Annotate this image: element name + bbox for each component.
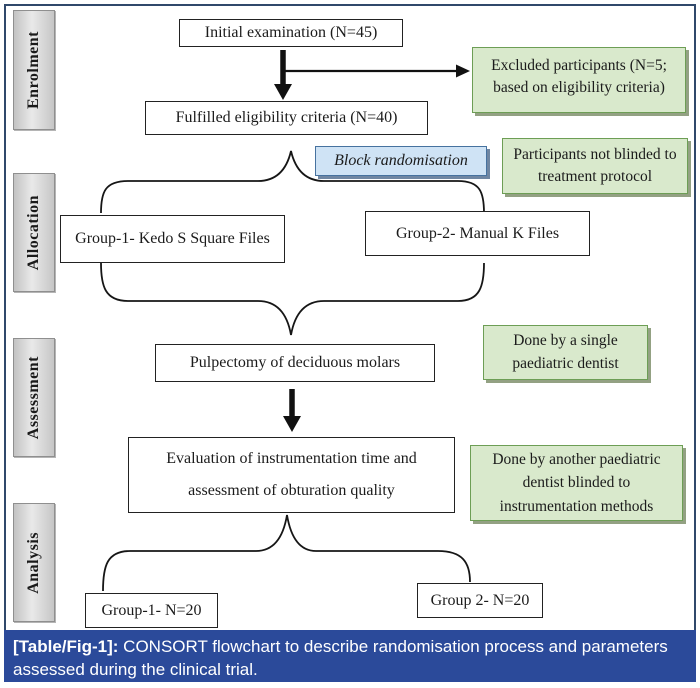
note-excluded-participants: Excluded participants (N=5; based on eli… bbox=[472, 47, 686, 113]
box-evaluation: Evaluation of instrumentation time and a… bbox=[128, 437, 455, 513]
brace-analysis-split bbox=[102, 514, 471, 592]
stage-label-text: Enrolment bbox=[25, 31, 42, 109]
stage-label-text: Assessment bbox=[25, 355, 42, 440]
caption-label: [Table/Fig-1]: bbox=[13, 637, 119, 656]
note-participants-not-blinded: Participants not blinded to treatment pr… bbox=[502, 138, 688, 194]
brace-allocation-merge bbox=[100, 262, 485, 336]
note-single-dentist: Done by a single paediatric dentist bbox=[483, 325, 648, 380]
stage-label-enrolment: Enrolment bbox=[13, 10, 55, 130]
box-group2-manual-files: Group-2- Manual K Files bbox=[365, 211, 590, 256]
brace-allocation-split bbox=[100, 150, 485, 214]
caption-text: CONSORT flowchart to describe randomisat… bbox=[13, 637, 668, 680]
stage-label-text: Allocation bbox=[25, 194, 42, 271]
note-another-dentist-blinded: Done by another paediatric dentist blind… bbox=[470, 445, 683, 521]
stage-label-allocation: Allocation bbox=[13, 173, 55, 292]
box-group2-n20: Group 2- N=20 bbox=[417, 583, 543, 618]
stage-label-text: Analysis bbox=[25, 531, 42, 594]
stage-label-assessment: Assessment bbox=[13, 338, 55, 457]
box-group1-n20: Group-1- N=20 bbox=[85, 593, 218, 628]
arrow-down-assessment-icon bbox=[283, 389, 301, 432]
arrow-right-excluded-icon bbox=[285, 64, 470, 78]
stage-label-analysis: Analysis bbox=[13, 503, 55, 622]
box-initial-examination: Initial examination (N=45) bbox=[179, 19, 403, 47]
figure-caption: [Table/Fig-1]: CONSORT flowchart to desc… bbox=[4, 630, 696, 682]
evaluation-line-1: Evaluation of instrumentation time and bbox=[166, 450, 417, 467]
box-fulfilled-eligibility: Fulfilled eligibility criteria (N=40) bbox=[145, 101, 428, 135]
evaluation-line-2: assessment of obturation quality bbox=[188, 482, 395, 499]
arrow-down-enrolment-icon bbox=[274, 50, 292, 100]
box-group1-kedo-files: Group-1- Kedo S Square Files bbox=[60, 215, 285, 263]
box-block-randomisation: Block randomisation bbox=[315, 146, 487, 176]
box-pulpectomy: Pulpectomy of deciduous molars bbox=[155, 344, 435, 382]
